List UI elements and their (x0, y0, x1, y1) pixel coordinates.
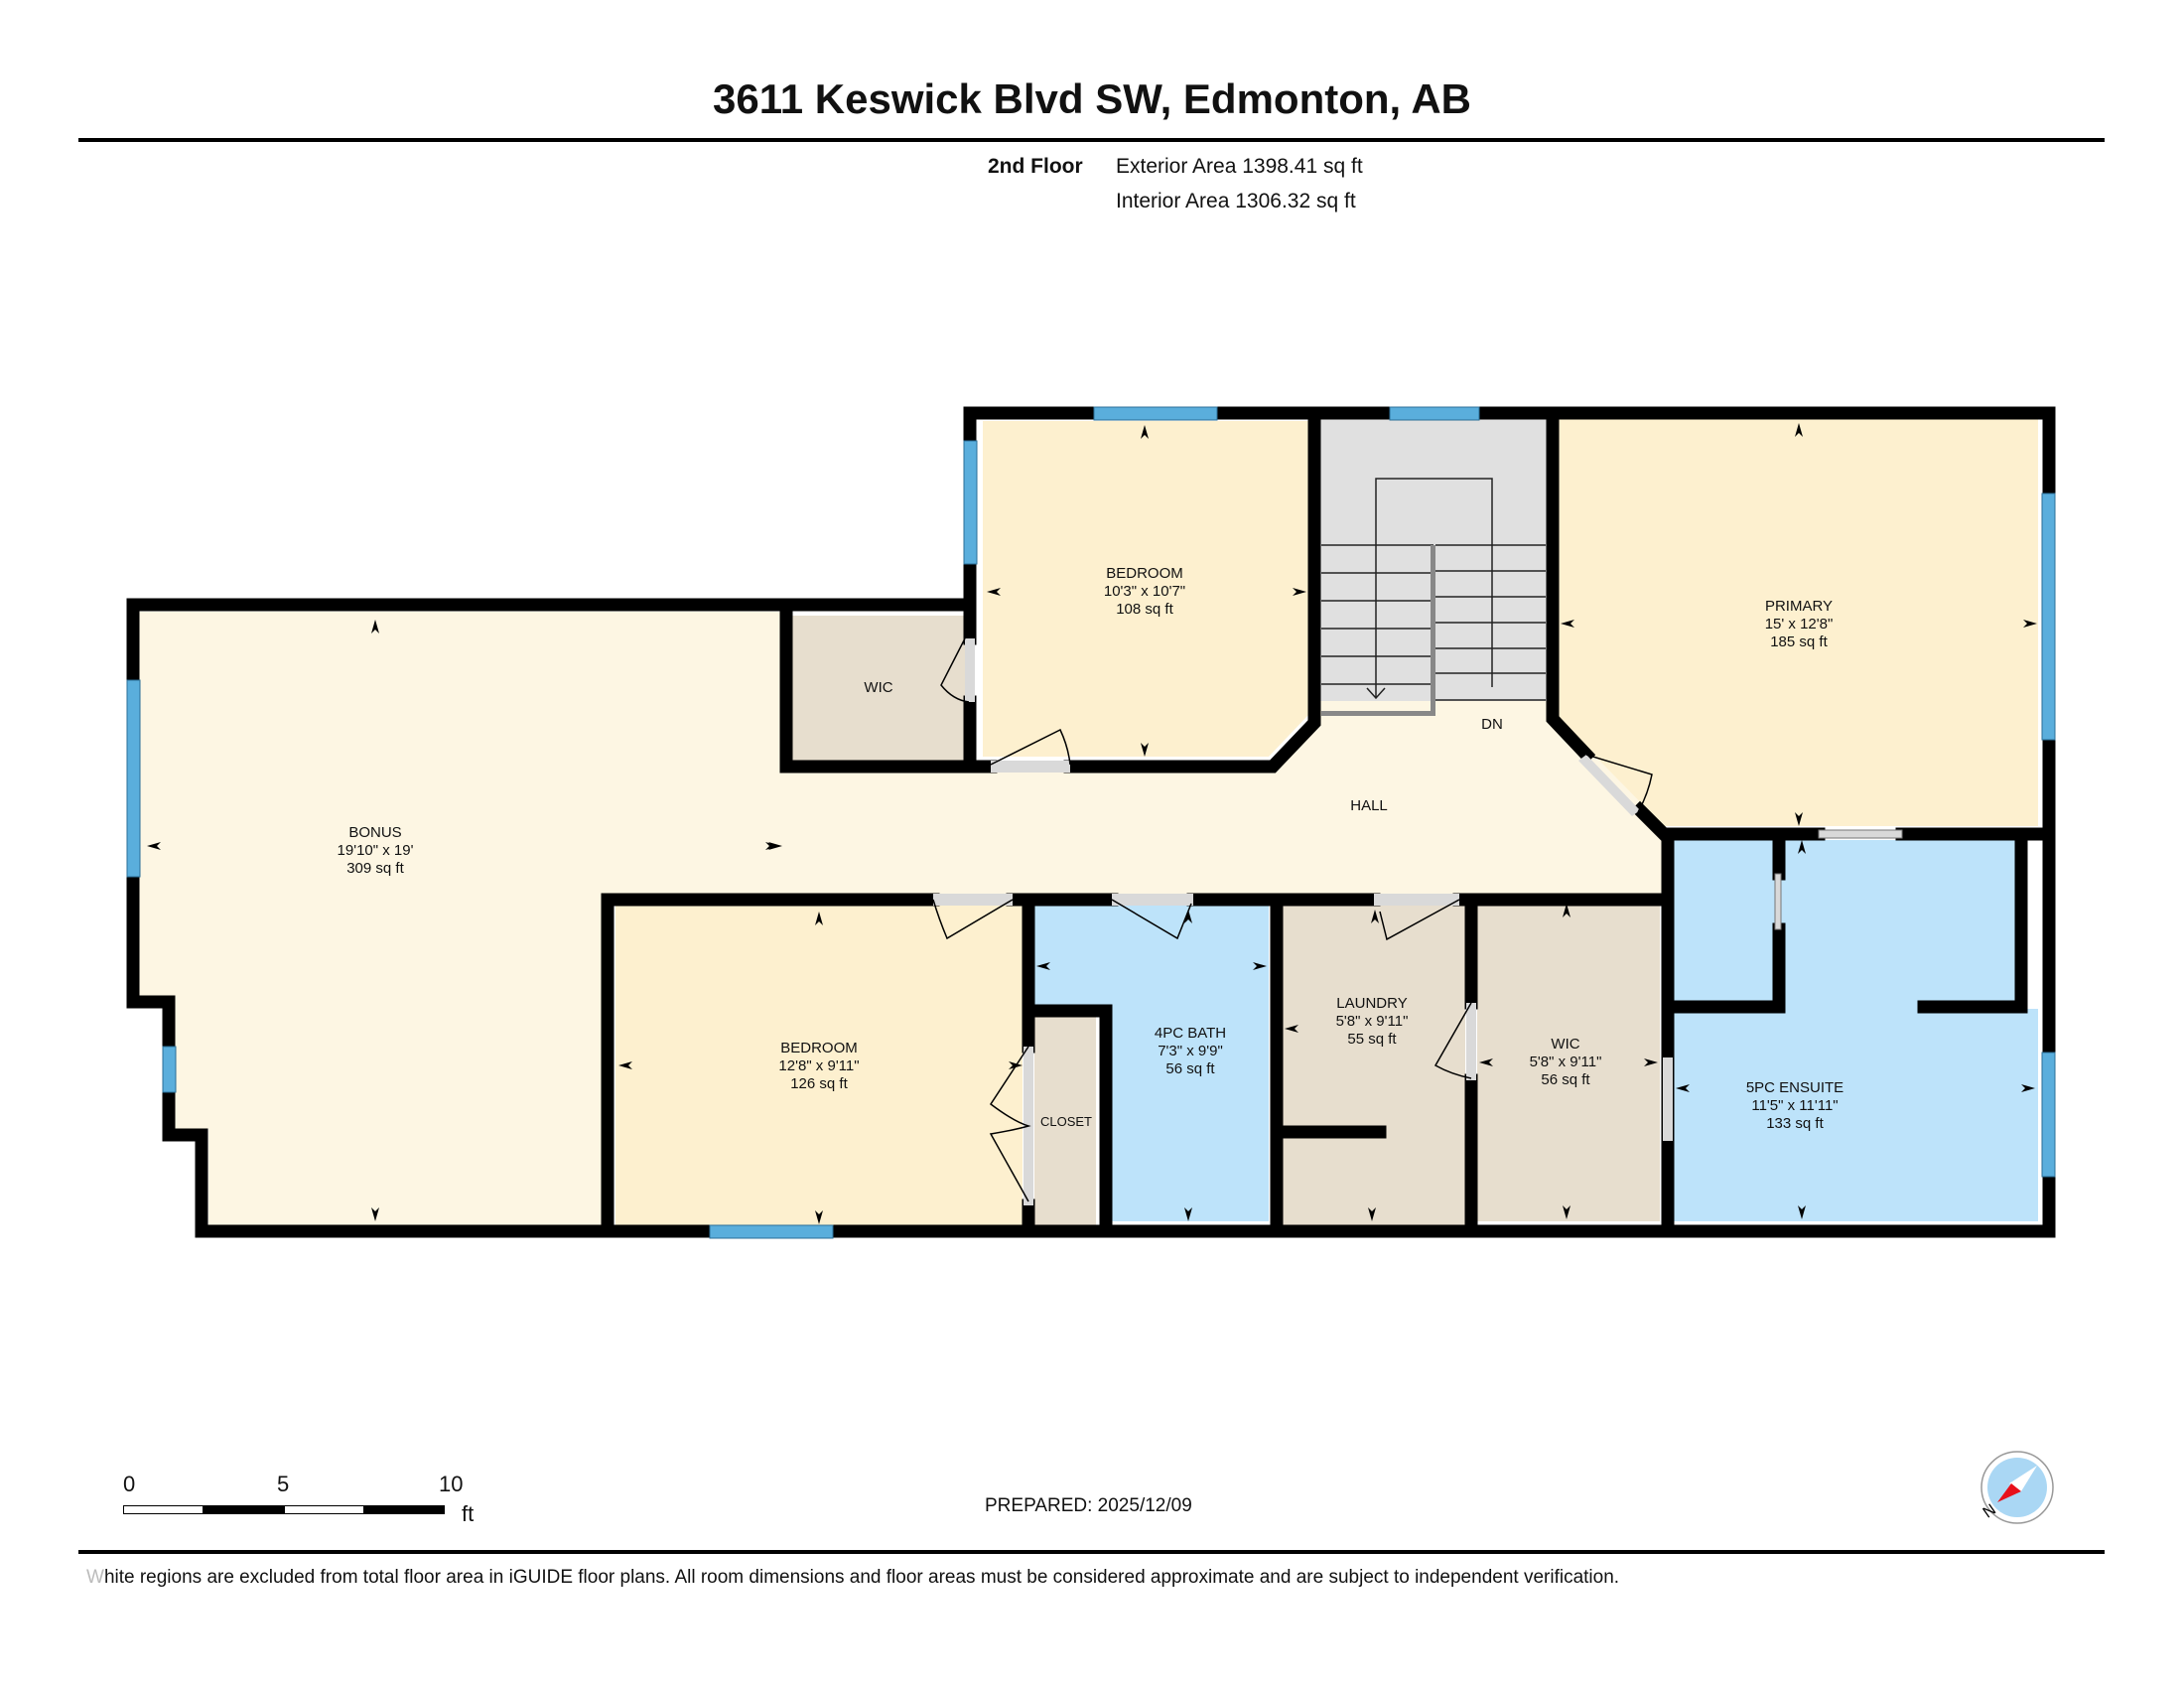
bedroom-bottom-dims: 12'8" x 9'11" (778, 1057, 859, 1074)
windows (126, 406, 2056, 1239)
bedroom-top-dims: 10'3" x 10'7" (1104, 583, 1185, 600)
primary-dims: 15' x 12'8" (1765, 616, 1834, 633)
page-title: 3611 Keswick Blvd SW, Edmonton, AB (713, 75, 1471, 122)
footer-divider (78, 1550, 2105, 1554)
wic-left-name: WIC (864, 679, 892, 696)
laundry-area: 55 sq ft (1347, 1031, 1397, 1048)
bedroom-bottom-area: 126 sq ft (790, 1075, 848, 1092)
bath-4pc-dims: 7'3" x 9'9" (1158, 1043, 1223, 1059)
bath-4pc-room[interactable] (1034, 906, 1269, 1221)
scale-segment (123, 1505, 204, 1514)
prepared-date: PREPARED: 2025/12/09 (985, 1495, 1192, 1516)
disclaimer-text: White regions are excluded from total fl… (86, 1567, 1619, 1589)
hall-area[interactable] (893, 701, 1668, 900)
doors[interactable] (932, 637, 1903, 1205)
scale-unit: ft (462, 1501, 475, 1526)
window (1093, 406, 1218, 421)
room-labels: BONUS 19'10" x 19' 309 sq ft WIC BEDROOM… (338, 565, 1844, 1132)
window (1389, 406, 1480, 421)
primary-area: 185 sq ft (1770, 633, 1828, 650)
window (2041, 492, 2056, 741)
header-divider (78, 138, 2105, 142)
scale-segment (363, 1505, 445, 1514)
walls (126, 406, 2056, 1238)
wic-right-dims: 5'8" x 9'11" (1530, 1054, 1602, 1070)
window (162, 1046, 177, 1093)
ensuite-area: 133 sq ft (1766, 1115, 1824, 1132)
bonus-name: BONUS (348, 824, 401, 841)
wic-right-name: WIC (1551, 1036, 1579, 1053)
floor-label: 2nd Floor (988, 155, 1083, 178)
wic-right-area: 56 sq ft (1541, 1071, 1590, 1088)
bath-4pc-name: 4PC BATH (1155, 1025, 1226, 1042)
laundry-name: LAUNDRY (1336, 995, 1407, 1012)
closet-room[interactable] (1034, 1017, 1096, 1225)
scale-segment (284, 1505, 364, 1514)
bedroom-bottom-name: BEDROOM (780, 1040, 858, 1056)
bath-4pc-area: 56 sq ft (1165, 1060, 1215, 1077)
window (709, 1224, 834, 1239)
bedroom-top-area: 108 sq ft (1116, 601, 1173, 618)
scale-tick-10: 10 (439, 1472, 464, 1496)
ensuite-dims: 11'5" x 11'11" (1751, 1097, 1838, 1114)
primary-room[interactable] (1559, 419, 2038, 826)
window (963, 440, 978, 565)
stairs-dn-label: DN (1481, 716, 1503, 733)
hall-name: HALL (1350, 797, 1388, 814)
closet-name: CLOSET (1040, 1114, 1092, 1129)
disclaimer-body: hite regions are excluded from total flo… (103, 1567, 1620, 1588)
window (2041, 1052, 2056, 1178)
bonus-area: 309 sq ft (346, 860, 404, 877)
bedroom-bottom-room[interactable] (615, 906, 1023, 1225)
ensuite-name: 5PC ENSUITE (1746, 1079, 1843, 1096)
bonus-dims: 19'10" x 19' (338, 842, 414, 859)
interior-area: Interior Area 1306.32 sq ft (1116, 190, 1356, 212)
laundry-room[interactable] (1283, 906, 1465, 1225)
room-fills (139, 419, 2038, 1227)
laundry-dims: 5'8" x 9'11" (1336, 1013, 1409, 1030)
window (126, 679, 141, 878)
wic-left-room[interactable] (792, 616, 971, 765)
primary-name: PRIMARY (1765, 598, 1833, 615)
bedroom-top-room[interactable] (983, 421, 1308, 757)
staircase (1321, 478, 1546, 716)
compass-icon: N (1980, 1451, 2054, 1524)
scale-tick-5: 5 (277, 1472, 290, 1496)
exterior-area: Exterior Area 1398.41 sq ft (1116, 155, 1363, 178)
dimension-markers (147, 423, 2037, 1224)
ensuite-room[interactable] (1674, 840, 2038, 1221)
scale-segment (203, 1505, 285, 1514)
bedroom-top-name: BEDROOM (1106, 565, 1183, 582)
disclaimer-first-letter: W (86, 1567, 104, 1588)
scale-tick-0: 0 (123, 1472, 136, 1496)
wic-right-room[interactable] (1477, 902, 1660, 1221)
